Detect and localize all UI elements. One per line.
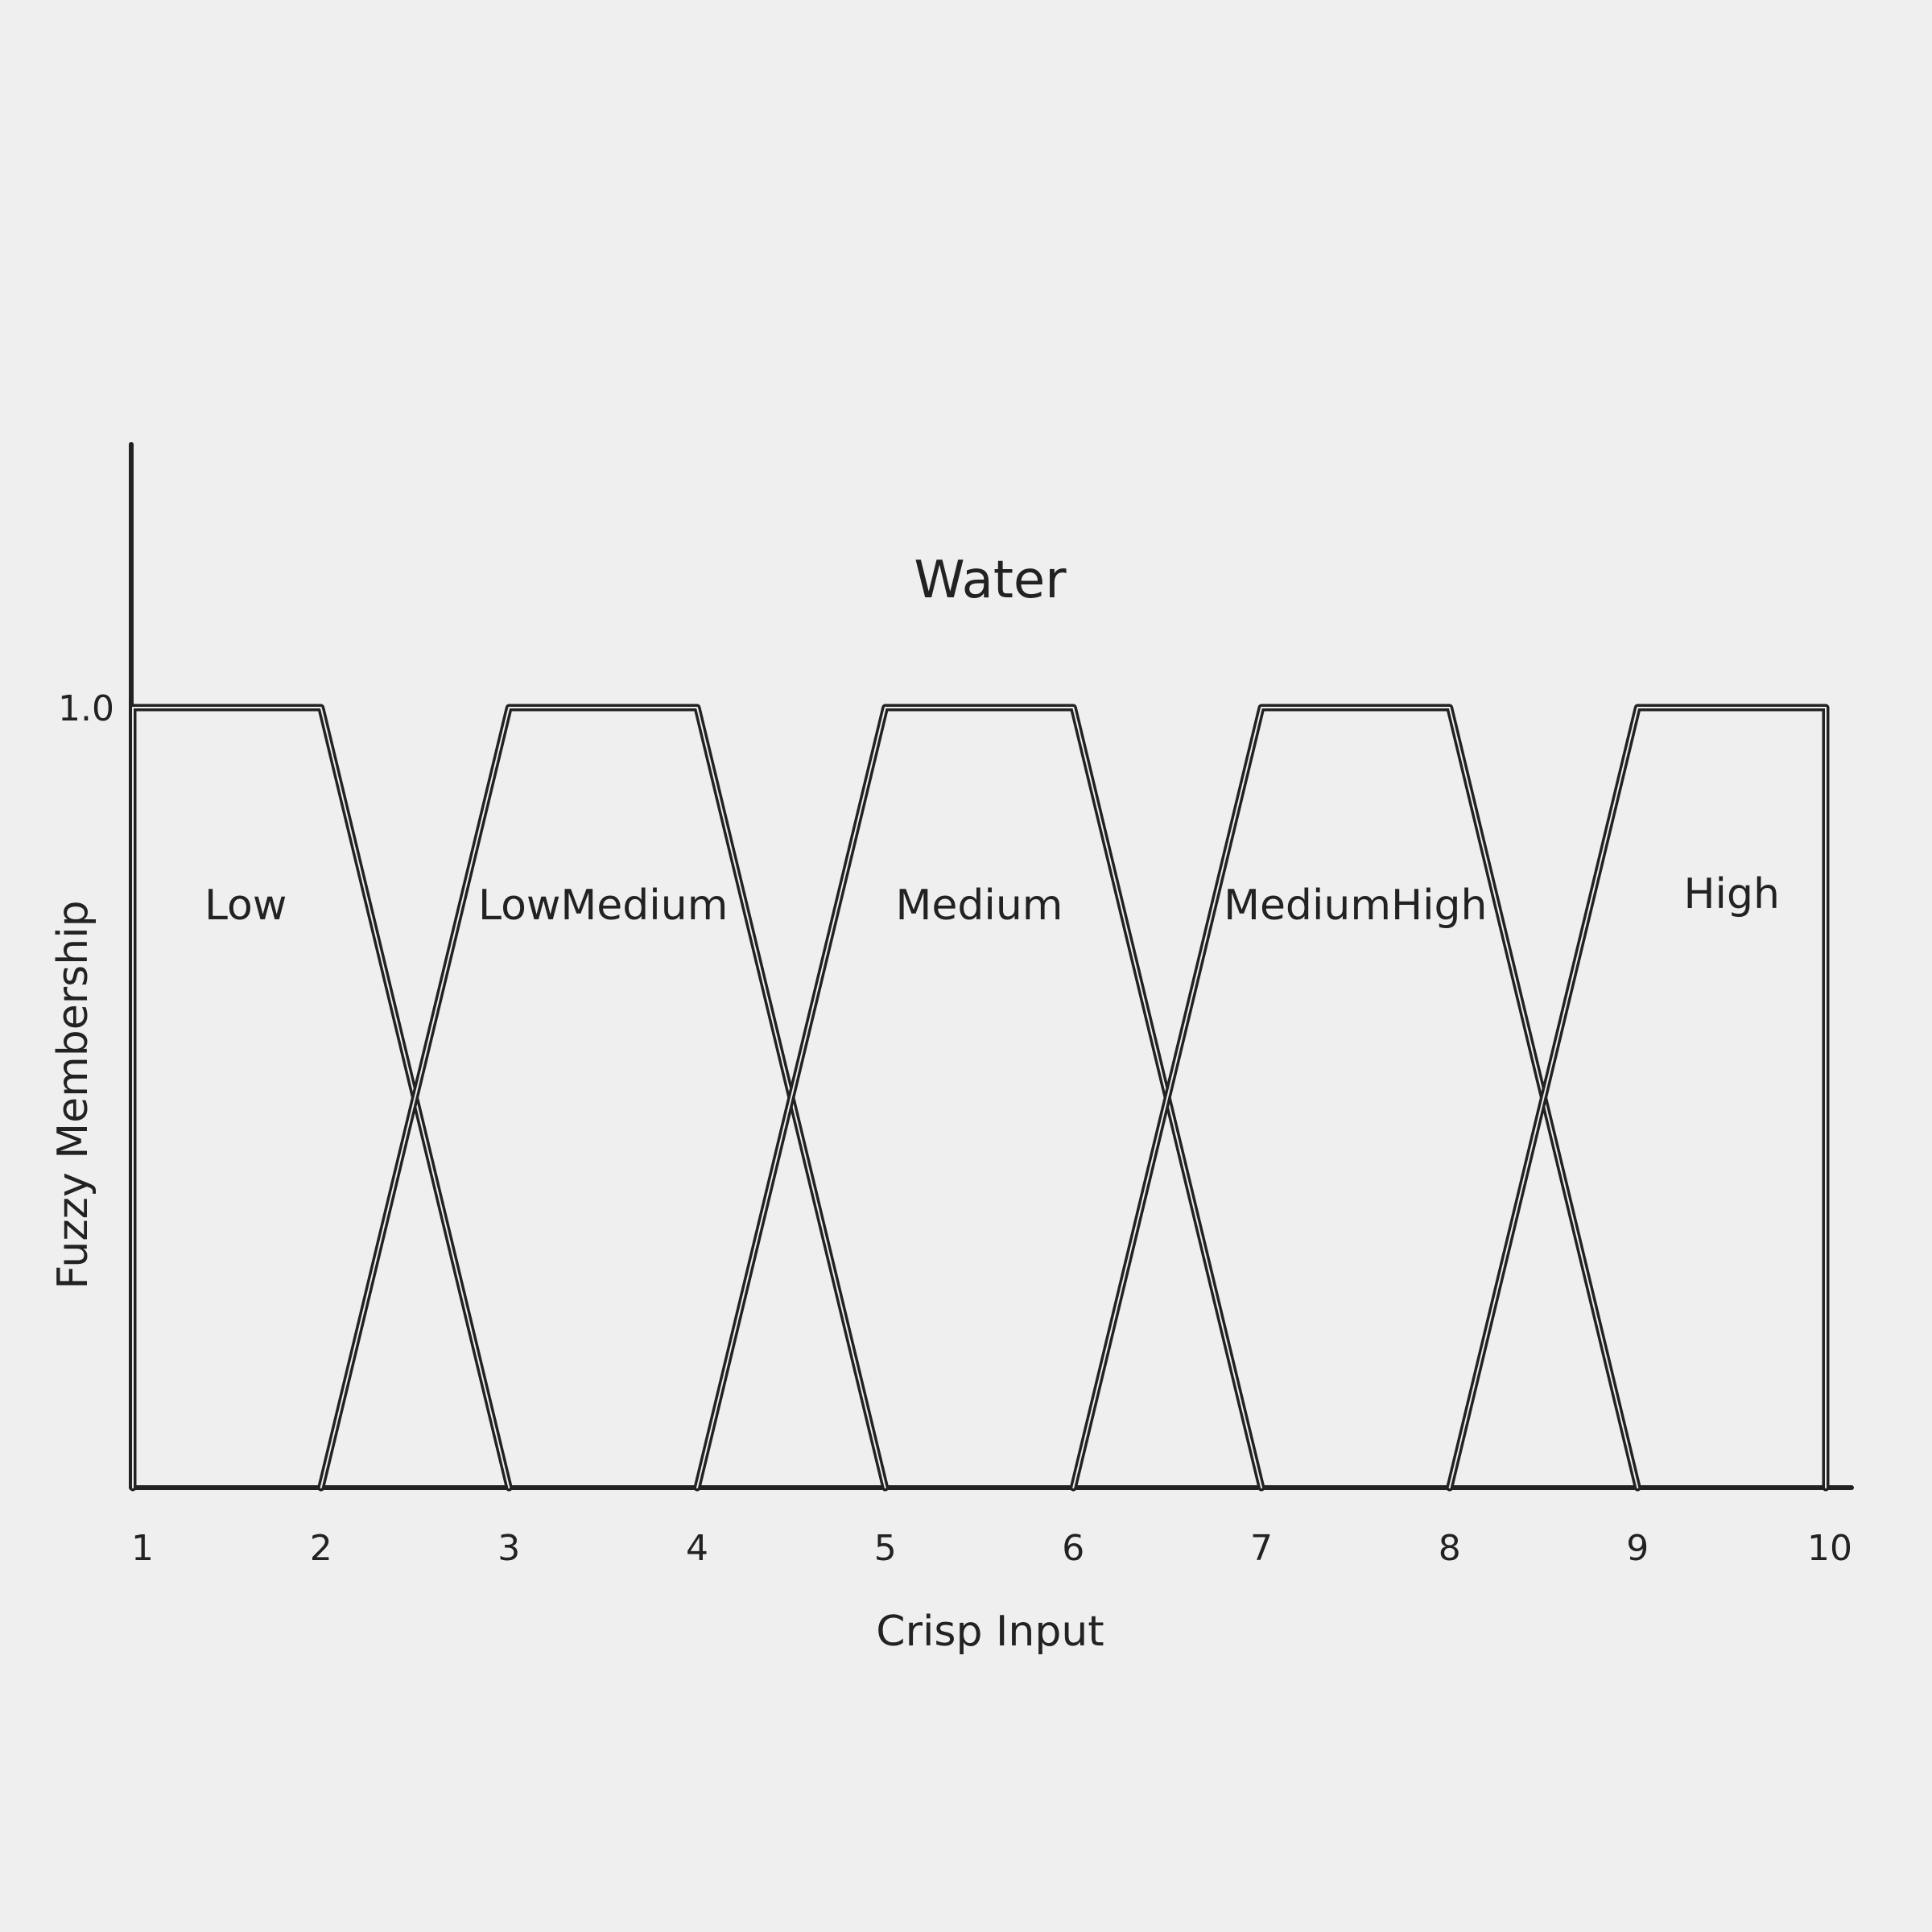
curve-medium-high — [1069, 704, 1641, 1492]
x-tick-label: 4 — [686, 1528, 708, 1569]
x-tick-label: 9 — [1626, 1528, 1649, 1569]
curve-high-stroke — [1446, 704, 1830, 1492]
curve-high — [1446, 704, 1830, 1492]
x-tick-label: 7 — [1250, 1528, 1273, 1569]
set-label: MediumHigh — [1224, 881, 1487, 930]
curve-medium-highlight — [696, 707, 1262, 1488]
curve-medium — [693, 704, 1265, 1492]
set-label: High — [1683, 870, 1780, 919]
curve-low-stroke — [129, 704, 513, 1492]
x-tick-labels: 1 2 3 4 5 6 7 8 9 10 — [131, 1528, 1852, 1569]
x-tick-label: 8 — [1439, 1528, 1461, 1569]
set-labels: Low LowMedium Medium MediumHigh High — [204, 870, 1780, 930]
curve-medium-high-highlight — [1072, 707, 1639, 1488]
curve-high-highlight — [1448, 707, 1827, 1488]
y-tick-label: 1.0 — [58, 688, 114, 729]
x-axis-label: Crisp Input — [876, 1608, 1104, 1656]
x-tick-label: 2 — [310, 1528, 332, 1569]
curve-medium-high-stroke — [1069, 704, 1641, 1492]
curve-low-highlight — [132, 707, 510, 1488]
membership-curves — [129, 704, 1830, 1492]
set-label: Medium — [896, 881, 1063, 930]
y-axis-label: Fuzzy Membership — [49, 900, 97, 1289]
y-tick-labels: 1.0 — [58, 688, 114, 729]
curve-low-medium-stroke — [317, 704, 890, 1492]
x-tick-label: 1 — [131, 1528, 154, 1569]
curve-low-medium — [317, 704, 890, 1492]
x-tick-label: 3 — [497, 1528, 520, 1569]
curve-low-medium-highlight — [320, 707, 886, 1488]
x-tick-label: 10 — [1807, 1528, 1852, 1569]
x-tick-label: 6 — [1062, 1528, 1084, 1569]
x-tick-label: 5 — [874, 1528, 897, 1569]
curve-low — [129, 704, 513, 1492]
set-label: Low — [204, 881, 287, 930]
curve-medium-stroke — [693, 704, 1265, 1492]
set-label: LowMedium — [478, 881, 728, 930]
chart-title: Water — [914, 551, 1067, 610]
